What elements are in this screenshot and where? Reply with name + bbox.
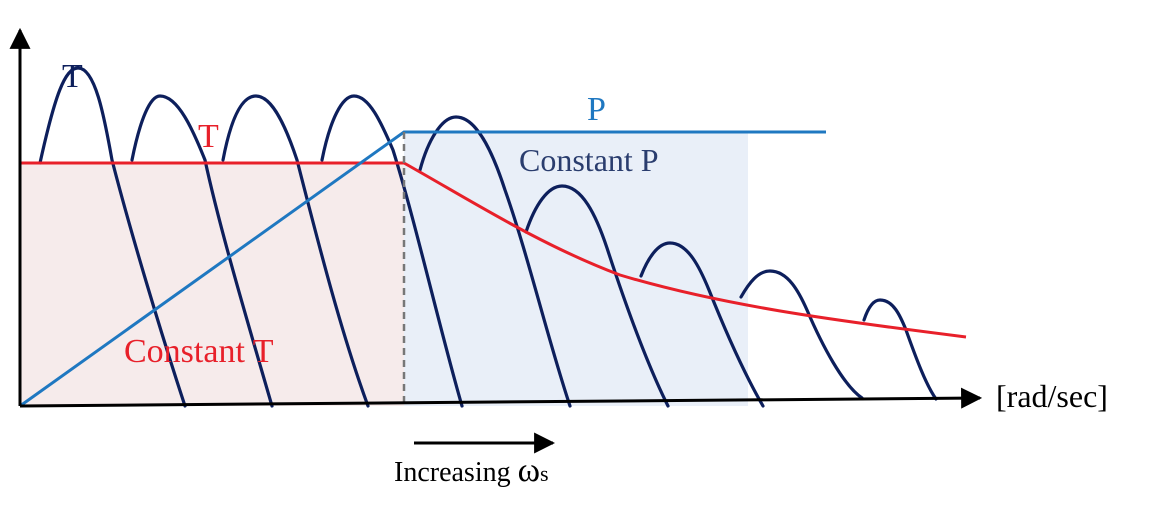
torque-speed-curves — [38, 66, 938, 408]
torque-curve-7 — [639, 241, 765, 408]
x-axis — [19, 387, 983, 409]
torque-curve-9 — [862, 298, 938, 401]
torque-curve-3 — [221, 94, 370, 408]
torque-limit-label: T — [198, 118, 219, 155]
torque-curve-2 — [130, 94, 274, 408]
x-axis-unit-label: [rad/sec] — [996, 378, 1108, 414]
torque-limit-curve — [20, 161, 967, 339]
constant-torque-region — [20, 163, 404, 406]
power-label: P — [587, 91, 606, 128]
increasing-text: Increasing — [394, 457, 518, 488]
torque-curve-5 — [418, 115, 572, 408]
omega-subscript: s — [540, 461, 549, 486]
torque-curve-4 — [320, 94, 464, 408]
constant-power-label: Constant P — [519, 142, 659, 178]
torque-curve-6 — [524, 184, 670, 408]
torque-envelope-label: T — [62, 58, 83, 95]
omega-symbol: ω — [518, 452, 540, 489]
increasing-omega-label: Increasing ωs — [394, 452, 549, 489]
torque-curve-8 — [739, 269, 864, 400]
constant-power-region — [404, 132, 748, 406]
constant-torque-label: Constant T — [124, 333, 274, 370]
